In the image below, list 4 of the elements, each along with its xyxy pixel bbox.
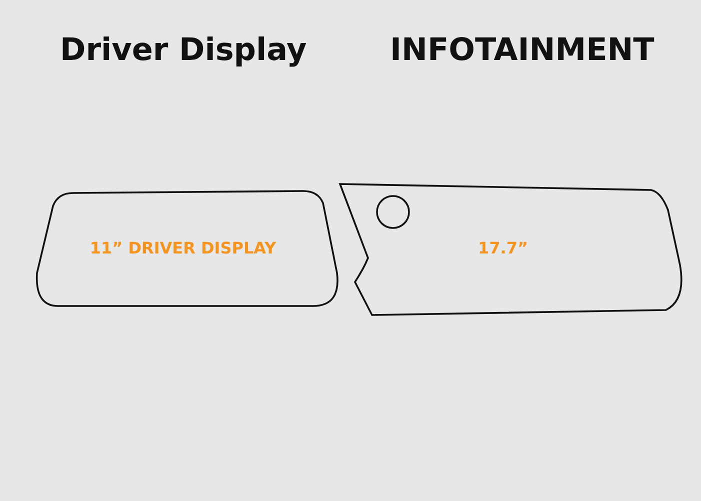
display-size-label: 17.7” bbox=[478, 238, 528, 258]
display-size-label: 11” DRIVER DISPLAY bbox=[90, 238, 276, 258]
heading: Driver Display bbox=[60, 32, 307, 68]
heading: INFOTAINMENT bbox=[390, 32, 654, 68]
